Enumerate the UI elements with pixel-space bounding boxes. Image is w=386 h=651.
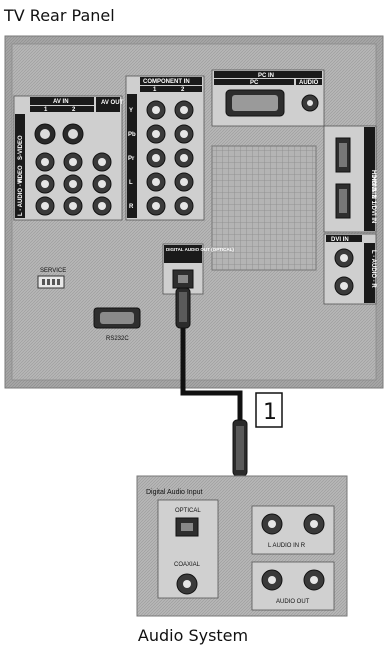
component-pr-label: Pr bbox=[128, 156, 135, 162]
coaxial-label: COAXIAL bbox=[174, 562, 201, 568]
service-port-block: SERVICE bbox=[38, 268, 66, 288]
component-pb-label: Pb bbox=[128, 132, 136, 138]
service-label: SERVICE bbox=[40, 268, 66, 274]
av-in-block: AV IN 1 2 AV OUT S-VIDEO VIDEO L - AUDIO… bbox=[14, 96, 124, 220]
service-port bbox=[38, 276, 64, 288]
av-audio-label: L - AUDIO - R bbox=[18, 178, 24, 216]
hdmi-in-1-label: HDMI IN 1/DVI IN bbox=[370, 176, 376, 223]
component-y-label: Y bbox=[129, 108, 133, 114]
dvi-in-block: DVI IN L - AUDIO - R bbox=[324, 234, 376, 304]
audio-system-caption: Audio System bbox=[0, 626, 386, 645]
svideo-label: S-VIDEO bbox=[18, 135, 24, 160]
component-in-block: COMPONENT IN 1 2 Y Pb Pr L R bbox=[126, 76, 204, 220]
pc-in-block: PC IN PC AUDIO bbox=[212, 70, 324, 126]
step-marker-number: 1 bbox=[263, 400, 277, 425]
audio-in-label: L AUDIO IN R bbox=[268, 543, 306, 549]
pc-label: PC bbox=[250, 80, 259, 86]
audio-system-panel: Digital Audio Input OPTICAL COAXIAL L AU… bbox=[137, 476, 347, 616]
rs232c-label: RS232C bbox=[106, 336, 129, 342]
optical-label: OPTICAL bbox=[175, 508, 201, 514]
step-marker: 1 bbox=[256, 393, 282, 427]
av-out-label: AV OUT bbox=[101, 100, 124, 106]
audio-out-label: AUDIO OUT bbox=[276, 599, 310, 605]
dvi-audio-label: L - AUDIO - R bbox=[370, 250, 376, 288]
digital-audio-out-label: DIGITAL AUDIO OUT (OPTICAL) bbox=[166, 247, 234, 252]
pc-in-label: PC IN bbox=[258, 73, 274, 79]
av-in-label: AV IN bbox=[53, 99, 69, 105]
dvi-in-label: DVI IN bbox=[331, 237, 349, 243]
component-l-label: L bbox=[129, 180, 133, 186]
component-r-label: R bbox=[129, 204, 134, 210]
component-in-label: COMPONENT IN bbox=[143, 79, 190, 85]
hdmi-block: HDMI IN 2 HDMI IN 1/DVI IN bbox=[324, 126, 376, 232]
digital-audio-input-label: Digital Audio Input bbox=[146, 489, 202, 496]
pc-audio-label: AUDIO bbox=[299, 80, 319, 86]
